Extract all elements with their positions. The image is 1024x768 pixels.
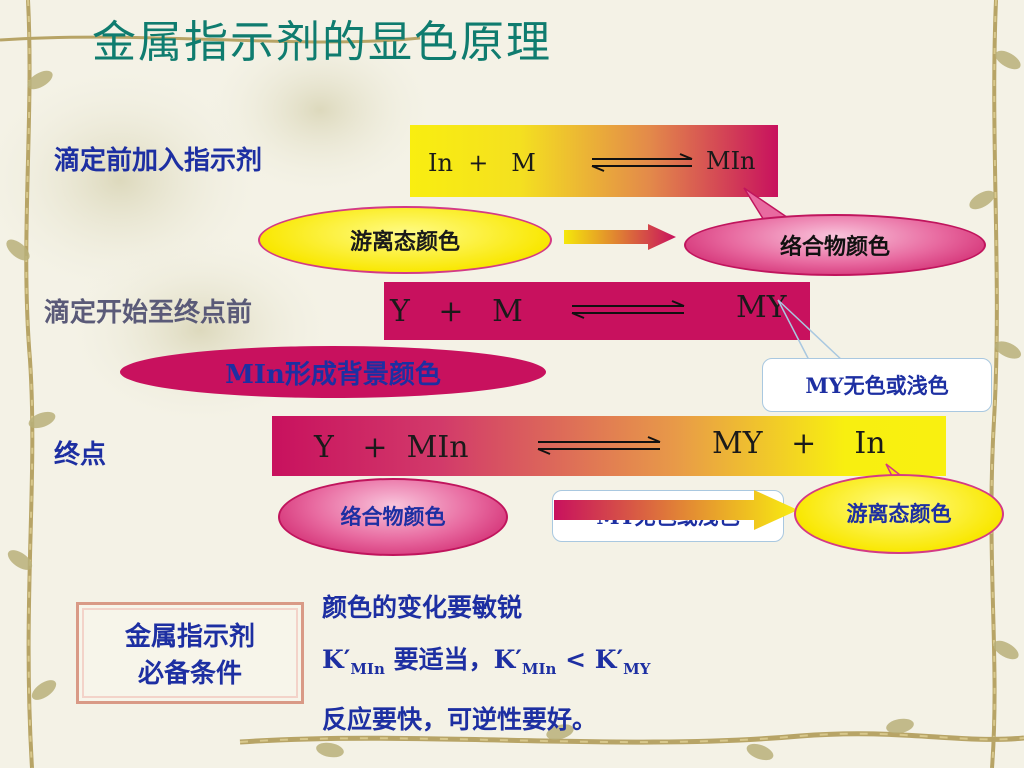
right-arrow-icon <box>554 490 798 530</box>
bubble-free-color: 游离态颜色 <box>258 206 552 274</box>
row2-equation-bar: Y + M MY <box>384 282 810 340</box>
row1-eq-left: In + M <box>428 149 536 177</box>
k-text: 要适当， <box>384 645 494 674</box>
k-prime-1: K′ <box>322 645 351 674</box>
conditions-box-line1: 金属指示剂 <box>124 622 255 652</box>
k-prime-2: K′ <box>493 645 522 674</box>
row3-equation-bar: Y + MIn MY + In <box>272 416 946 476</box>
right-arrow-icon <box>564 224 676 250</box>
condition-2: K′MIn 要适当，K′MIn < K′MY <box>322 640 650 678</box>
row3-label: 终点 <box>54 440 107 470</box>
row2-eq-right: MY <box>736 290 787 325</box>
callout-colorless: MY无色或浅色 <box>762 358 992 412</box>
callout-pointer <box>777 299 845 363</box>
bubble-complex-color: 络合物颜色 <box>684 214 986 276</box>
bubble-free-color-end: 游离态颜色 <box>794 474 1004 554</box>
conditions-box: 金属指示剂 必备条件 <box>76 602 304 704</box>
condition-3: 反应要快，可逆性要好。 <box>322 705 598 734</box>
condition-1: 颜色的变化要敏锐 <box>322 593 523 622</box>
row3-eq-right: MY + In <box>712 426 886 461</box>
page-title: 金属指示剂的显色原理 <box>92 17 552 68</box>
bubble-complex-end-label: 络合物颜色 <box>340 505 446 529</box>
bubble-complex-color-end: 络合物颜色 <box>278 478 508 556</box>
equilibrium-arrow-icon <box>537 436 661 455</box>
equilibrium-arrow-icon <box>571 300 685 319</box>
row3-eq-left: Y + MIn <box>314 430 469 465</box>
row1-label: 滴定前加入指示剂 <box>54 146 263 176</box>
row1-equation-bar: In + M MIn <box>410 125 778 197</box>
row2-eq-left: Y + M <box>390 294 523 329</box>
k-sub-min-2: MIn <box>521 660 557 678</box>
bubble-free-end-label: 游离态颜色 <box>846 502 952 526</box>
k-sub-my: MY <box>623 660 651 678</box>
row1-eq-right: MIn <box>706 147 756 175</box>
k-sub-min: MIn <box>350 660 385 678</box>
k-less-than: < K′ <box>556 645 624 674</box>
conditions-box-line2: 必备条件 <box>137 659 242 689</box>
equilibrium-arrow-icon <box>591 153 693 172</box>
row2-label: 滴定开始至终点前 <box>44 298 253 328</box>
bubble-background-label: MIn形成背景颜色 <box>225 359 441 390</box>
bubble-background-color: MIn形成背景颜色 <box>120 346 546 398</box>
